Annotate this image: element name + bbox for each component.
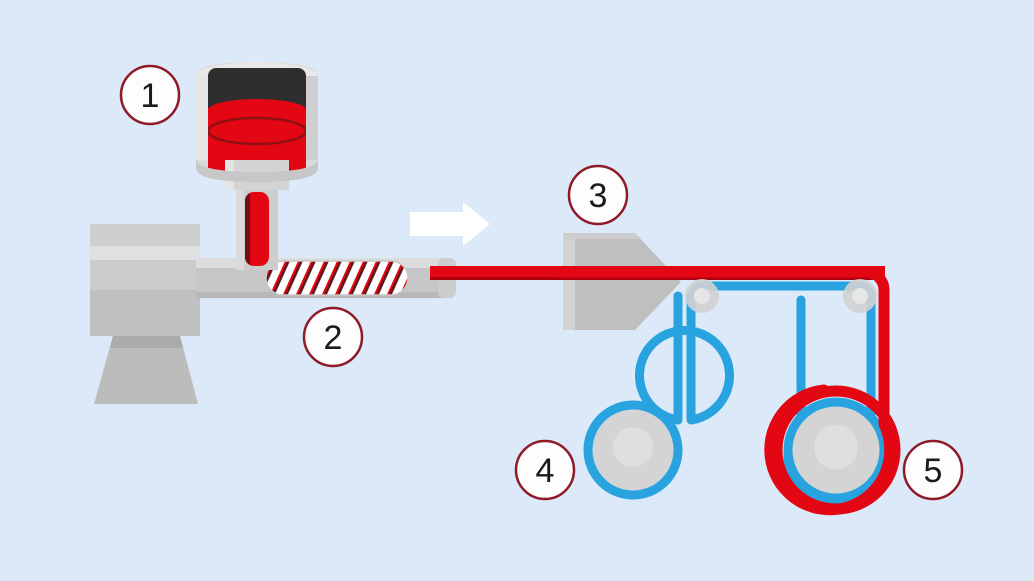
callout-1-label: 1 (141, 77, 160, 115)
callout-4[interactable]: 4 (514, 439, 576, 501)
hopper-material-surface (208, 99, 306, 121)
motor-base-shadow (110, 336, 183, 348)
sheet-roller-wrap (771, 385, 901, 515)
belt-ring-left (583, 400, 683, 500)
callout-1[interactable]: 1 (119, 64, 181, 126)
hopper-cavity (208, 68, 306, 176)
extruder-screw (265, 260, 409, 296)
hopper-right-bevel (305, 76, 318, 160)
motor-band-2 (90, 246, 200, 260)
callout-2[interactable]: 2 (302, 306, 364, 368)
neck-material (245, 192, 269, 266)
callout-5-circle[interactable] (902, 439, 964, 501)
belt-ring-right (783, 397, 889, 503)
motor-band-1 (90, 224, 200, 246)
callout-5[interactable]: 5 (902, 439, 964, 501)
extrusion-die (563, 233, 681, 330)
flow-direction-arrow (410, 202, 490, 246)
callout-4-label: 4 (536, 452, 555, 490)
neck-highlight (236, 176, 244, 270)
sheet-ring-right (771, 385, 901, 515)
callout-3-circle[interactable] (567, 164, 629, 226)
roller-right (792, 406, 880, 494)
die-left-highlight (563, 233, 575, 330)
hopper-base-shadow (196, 158, 318, 182)
roller-left (592, 409, 674, 491)
die-top-highlight (563, 233, 639, 239)
callout-2-label: 2 (324, 319, 343, 357)
motor-band-3 (90, 260, 200, 290)
callout-5-label: 5 (924, 452, 943, 490)
roller-right-hub (814, 425, 858, 469)
callout-1-circle[interactable] (119, 64, 181, 126)
roller-left-hub (613, 427, 653, 467)
belt-left-segment (635, 281, 734, 425)
arrow-shape (410, 202, 490, 246)
callout-4-circle[interactable] (514, 439, 576, 501)
motor-band-4 (90, 290, 200, 336)
callout-3[interactable]: 3 (567, 164, 629, 226)
callout-3-label: 3 (589, 177, 608, 215)
belt-over-rollers (583, 397, 889, 503)
sheet-shadow (430, 277, 885, 280)
die-body (563, 233, 681, 330)
material-hopper (196, 62, 318, 190)
callout-2-circle[interactable] (302, 306, 364, 368)
hopper-neck (236, 176, 278, 270)
motor-base (94, 336, 198, 404)
hopper-left-bevel (196, 76, 209, 160)
pulley-right-hub (852, 288, 868, 304)
hopper-fill-line (208, 116, 306, 146)
drive-motor (90, 224, 200, 404)
pulley-left-hub (694, 288, 710, 304)
belt-pulleys (685, 279, 877, 313)
screw-outline (265, 260, 409, 296)
